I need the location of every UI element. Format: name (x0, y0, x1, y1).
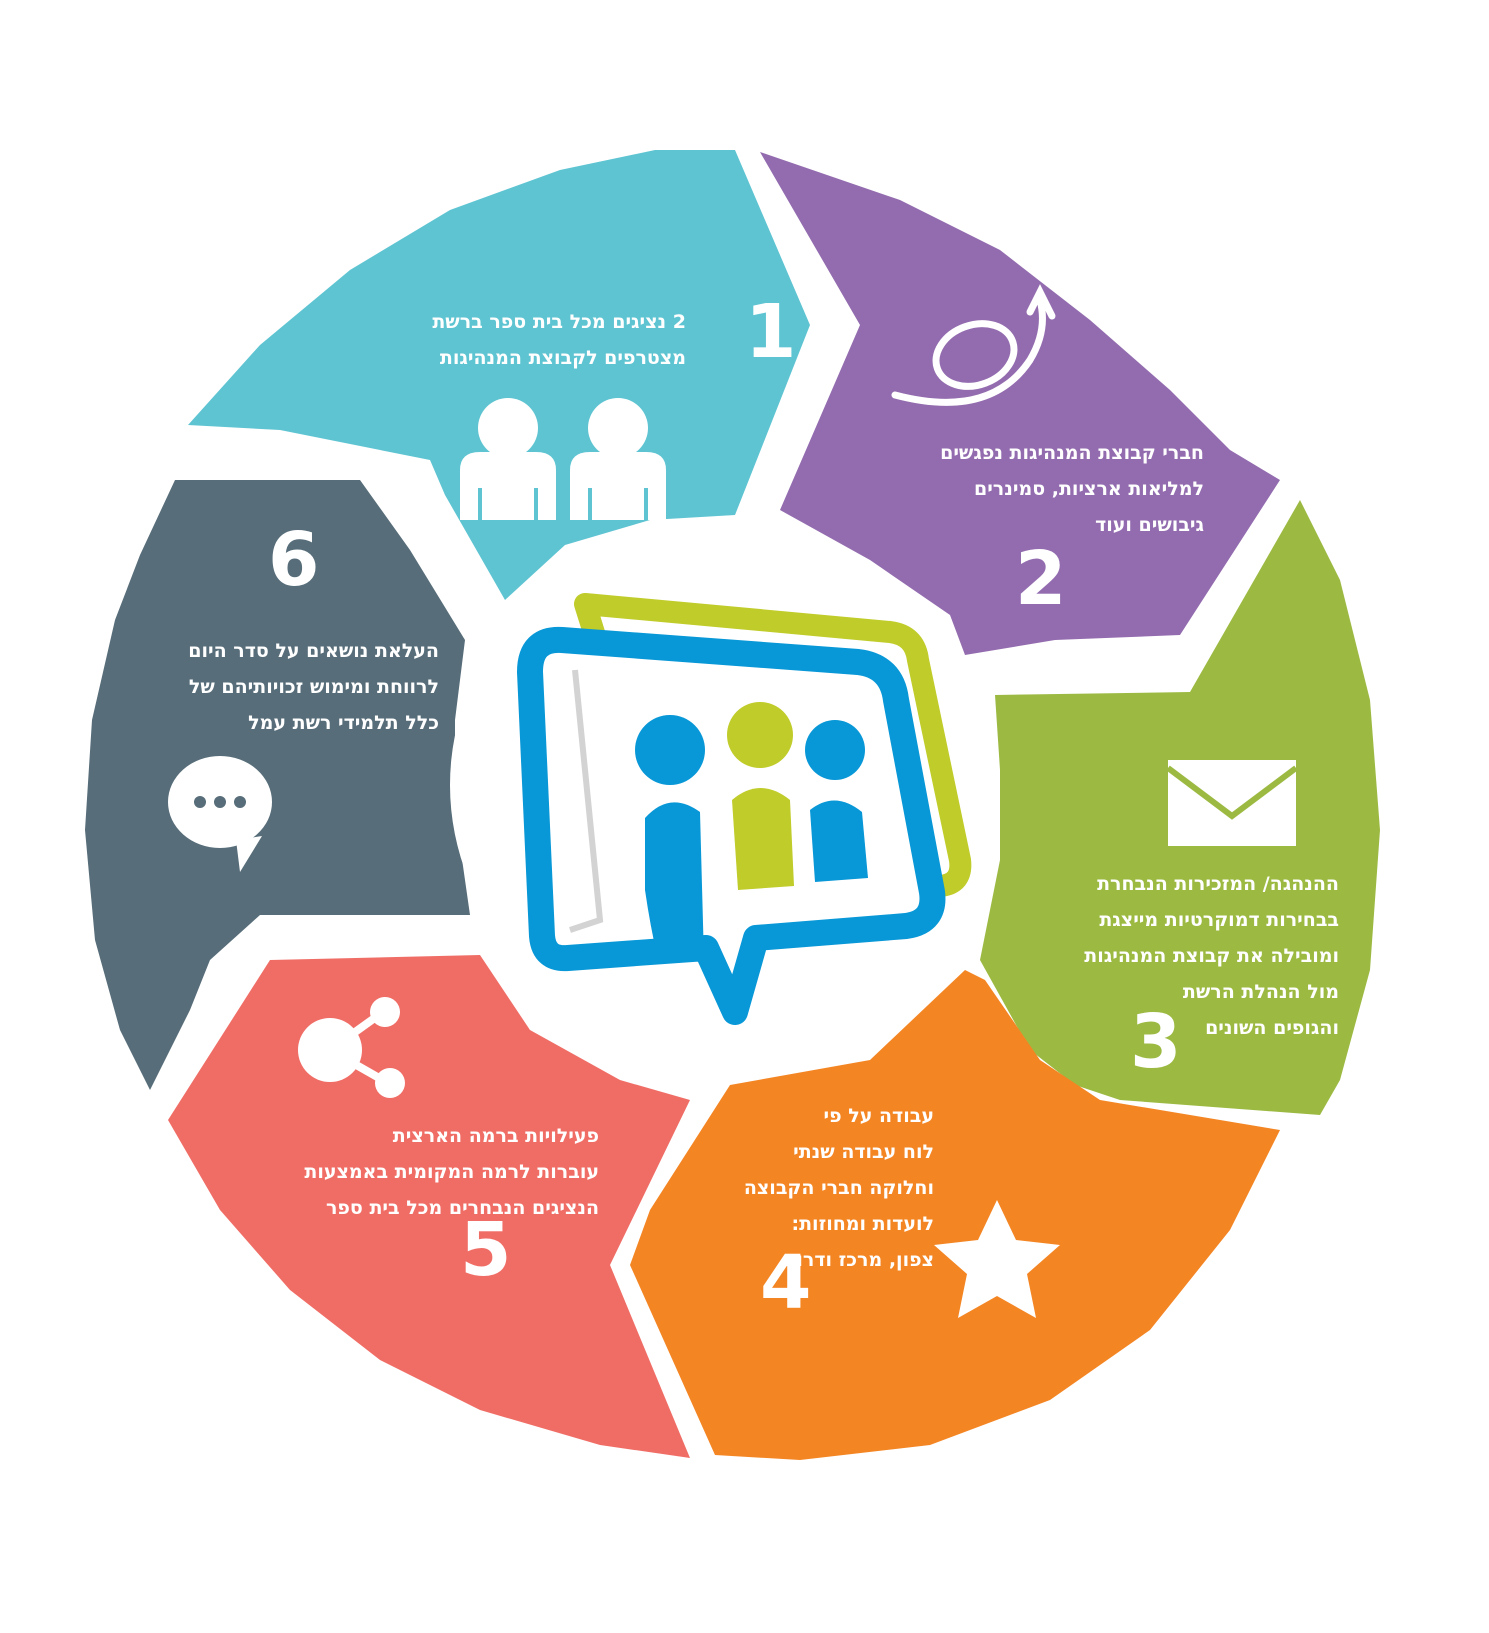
star-icon (934, 1200, 1060, 1318)
share-icon (298, 997, 405, 1098)
step-5-text: פעילויות ברמה הארצית עוברות לרמה המקומית… (304, 1118, 599, 1226)
step-3-text: ההנהגה/ המזכירות הנבחרת בבחירות דמוקרטיו… (1084, 866, 1339, 1046)
step-6-segment (85, 480, 470, 1090)
step-3-line: ההנהגה/ המזכירות הנבחרת (1097, 873, 1339, 895)
step-4-line: עבודה על פי (823, 1105, 934, 1127)
step-6-number: 6 (268, 517, 320, 603)
step-1-number: 1 (745, 289, 797, 375)
step-4-line: וחלוקה חברי הקבוצה (743, 1177, 934, 1199)
swirl-arrow-icon (891, 284, 1056, 406)
step-2-number: 2 (1015, 536, 1067, 622)
envelope-icon (1166, 760, 1298, 846)
step-3-line: בבחירות דמוקרטיות מייצגת (1099, 909, 1339, 931)
speech-bubble-icon (168, 756, 272, 872)
step-5-line: עוברות לרמה המקומית באמצעות (304, 1161, 599, 1183)
step-6-line: העלאת נושאים על סדר היום (188, 640, 439, 662)
step-3-line: מול הנהלת הרשת (1182, 981, 1339, 1003)
step-1-line: 2 נציגים מכל בית ספר ברשת (432, 311, 686, 333)
group-chat-logo-icon (517, 593, 972, 1025)
step-6-text: העלאת נושאים על סדר היום לרווחת ומימוש ז… (188, 633, 439, 741)
step-2-line: למליאות ארציות, סמינרים (973, 478, 1204, 500)
step-5-line: הנציגים הנבחרים מכל בית ספר (325, 1197, 599, 1219)
step-4-line: צפון, מרכז ודרום (783, 1249, 934, 1271)
step-4-text: עבודה על פי לוח עבודה שנתי וחלוקה חברי ה… (744, 1098, 934, 1278)
step-6-line: כלל תלמידי רשת עמל (248, 712, 439, 734)
step-4-line: לוח עבודה שנתי (793, 1141, 934, 1163)
step-5-number: 5 (460, 1207, 512, 1293)
step-5-segment (168, 955, 690, 1458)
step-2-segment (760, 152, 1280, 655)
step-2-line: חברי קבוצת המנהיגות נפגשים (940, 442, 1204, 464)
step-5-line: פעילויות ברמה הארצית (392, 1125, 599, 1147)
step-3-number: 3 (1130, 999, 1182, 1085)
step-4-segment (630, 970, 1280, 1460)
step-6-line: לרווחת ומימוש זכויותיהם של (188, 676, 439, 698)
step-1-line: מצטרפים לקבוצת המנהיגות (439, 347, 686, 369)
step-1-text: 2 נציגים מכל בית ספר ברשת מצטרפים לקבוצת… (432, 304, 686, 376)
step-2-line: גיבושים ועוד (1095, 514, 1204, 536)
step-3-line: ומובילה את קבוצת המנהיגות (1084, 945, 1339, 967)
step-4-line: לועדות ומחוזות: (791, 1213, 934, 1235)
step-3-line: והגופים השונים (1205, 1017, 1339, 1039)
step-2-text: חברי קבוצת המנהיגות נפגשים למליאות ארציו… (940, 435, 1204, 543)
step-4-number: 4 (760, 1240, 812, 1326)
two-people-icon (460, 398, 666, 520)
